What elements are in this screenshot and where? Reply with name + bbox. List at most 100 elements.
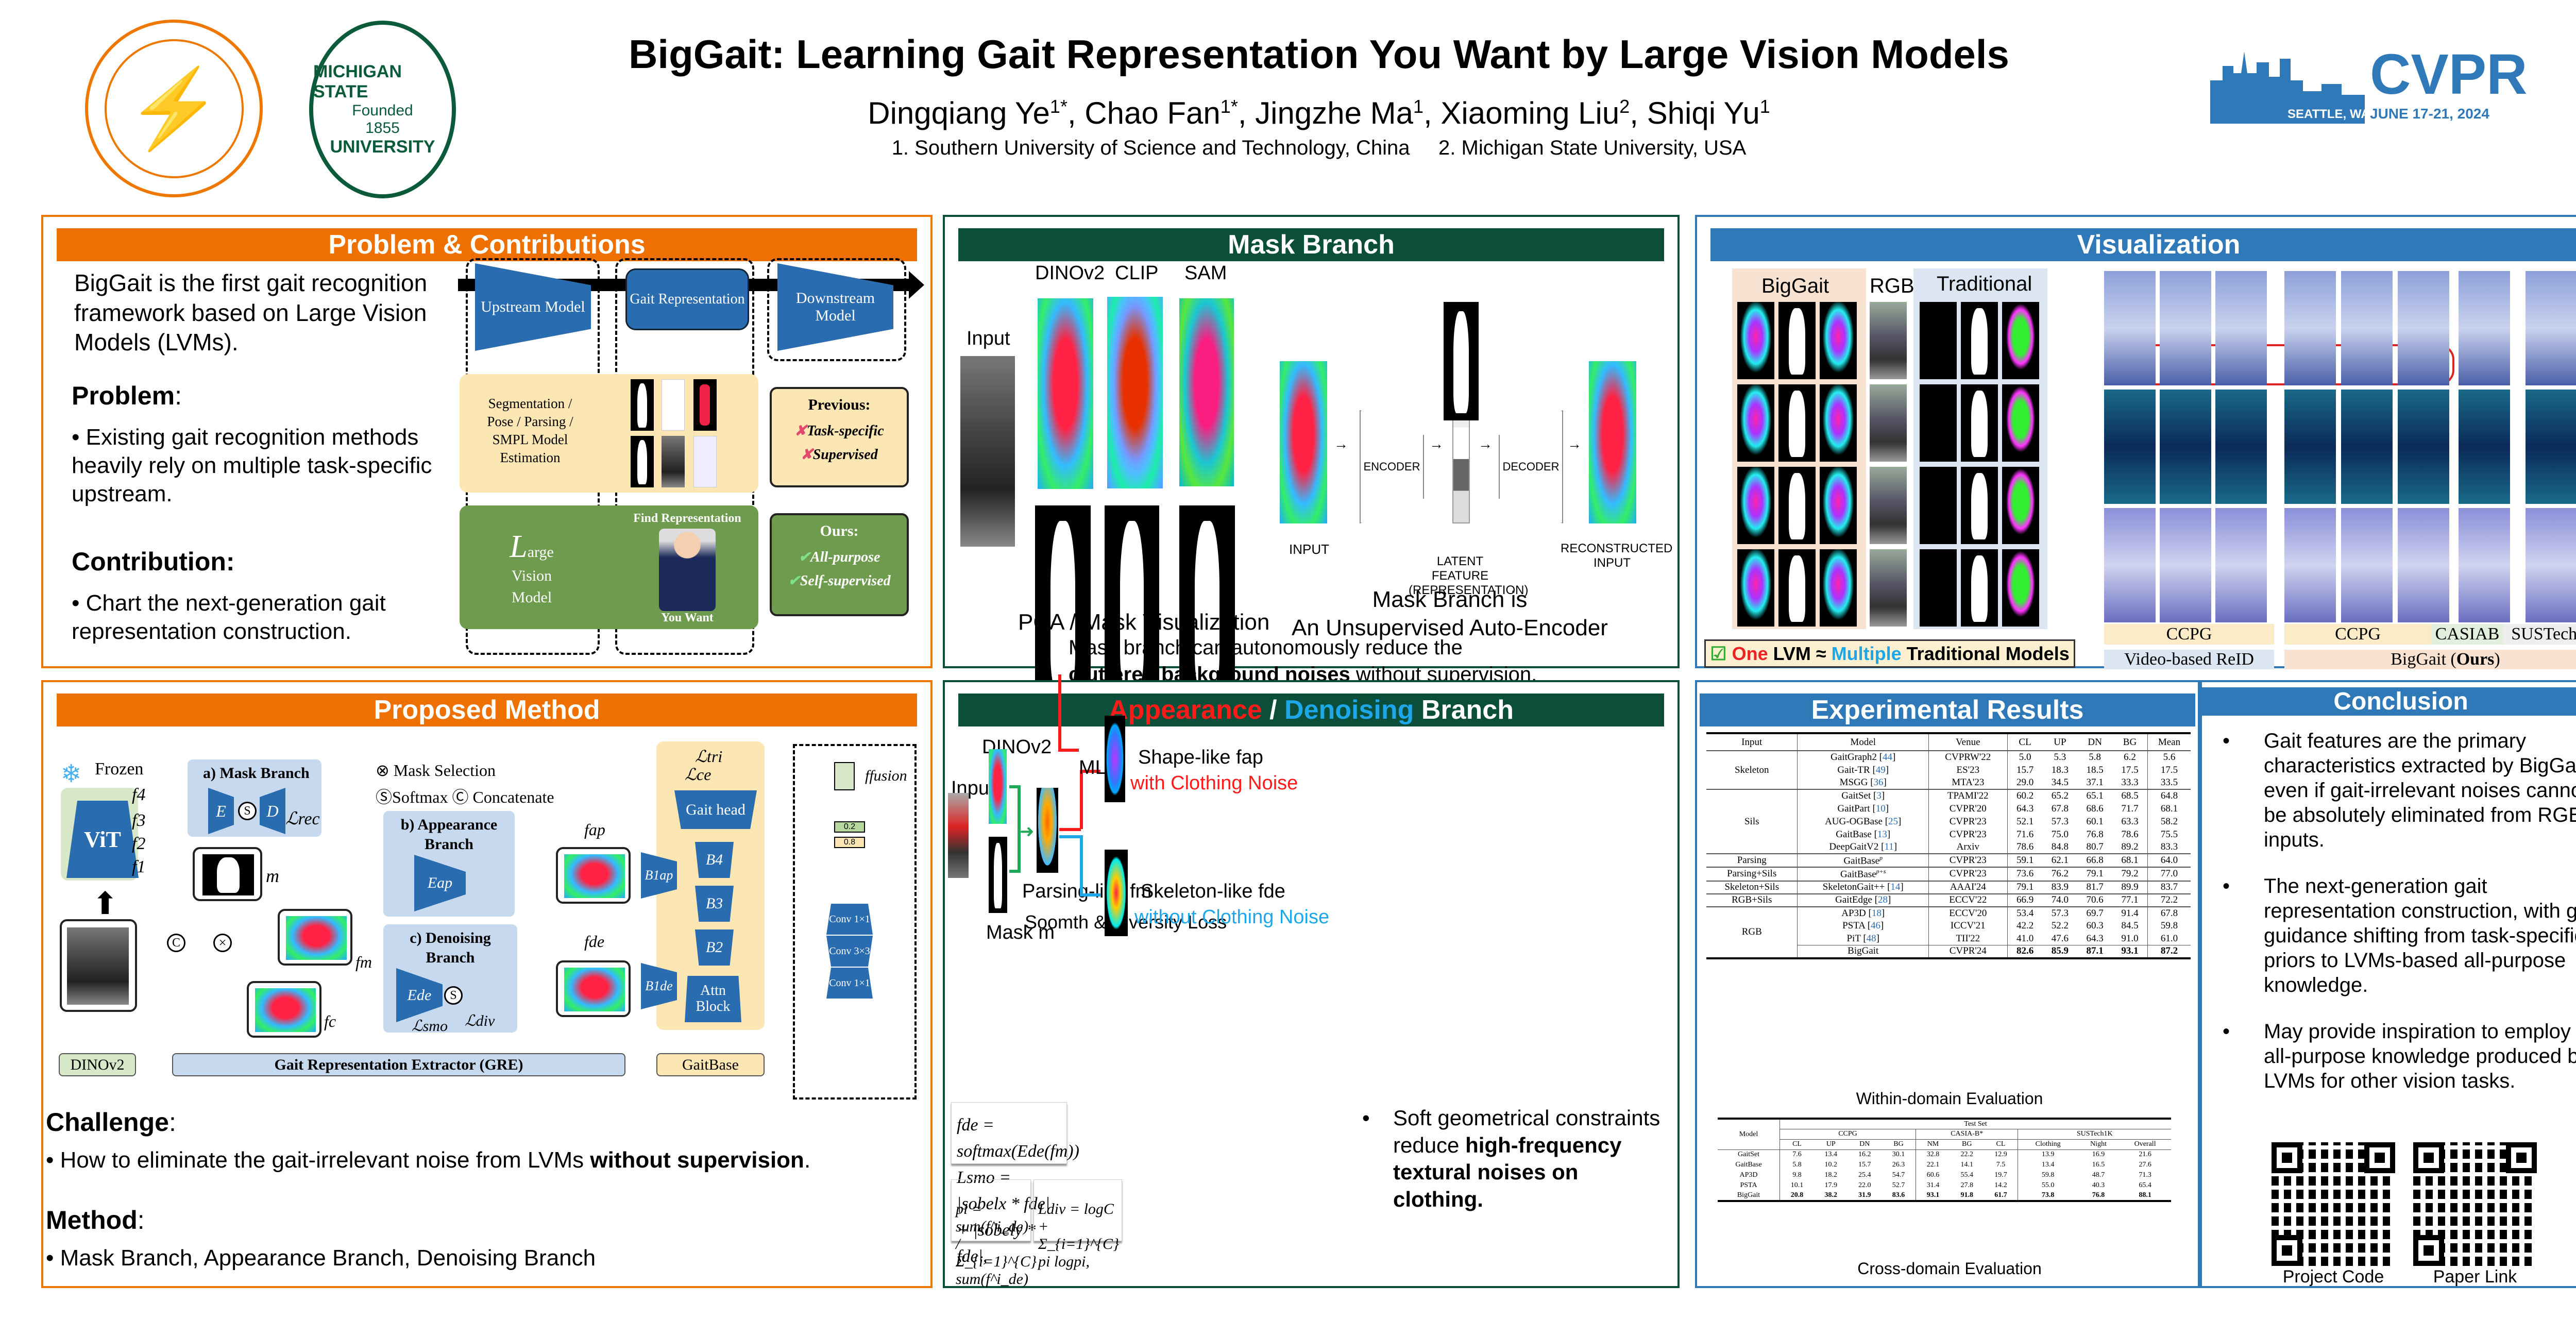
value-cell: 38.2 (1824, 1191, 1838, 1199)
test-set-header: Test Set (1780, 1119, 2171, 1129)
value-cell: 68.5 (2121, 790, 2139, 801)
paper-link-label: Paper Link (2433, 1267, 2517, 1287)
value-cell: 81.7 (2086, 882, 2104, 893)
value-cell: 76.8 (2086, 828, 2104, 840)
header-biggait: BigGait (1761, 275, 1829, 297)
frozen-label: Frozen (95, 759, 144, 779)
vis-thumb (2002, 549, 2039, 627)
value-cell: 15.7 (1858, 1161, 1871, 1169)
vis-thumb (1737, 467, 1774, 544)
pca-caption: PCA / Mask Visualization (1018, 610, 1270, 635)
label-sam: SAM (1184, 262, 1227, 284)
value-cell: 19.7 (1994, 1171, 2007, 1179)
vis-heatmap-thumb (2526, 508, 2576, 622)
torch-icon: ⚡ (104, 39, 244, 178)
vis-heatmap-thumb (2459, 508, 2510, 622)
value-cell: 10.2 (1824, 1161, 1838, 1169)
cross-icon: ✘ (801, 447, 813, 463)
value-cell: 27.8 (1960, 1181, 1973, 1189)
appearance-denoising-panel: Appearance / Denoising Branch Input DINO… (943, 674, 1680, 1288)
vis-thumb (1920, 549, 1957, 627)
previous-box: Previous: ✘Task-specific ✘Supervised (770, 387, 909, 487)
legend-softmax: ⓈSoftmax Ⓒ Concatenate (376, 788, 554, 806)
vis-thumb (1778, 549, 1816, 627)
vis-thumb (2002, 467, 2039, 544)
silhouette-image-2 (631, 436, 654, 487)
value-cell: 15.7 (2007, 764, 2043, 776)
value-cell: 84.8 (2051, 841, 2069, 852)
vis-thumb (1820, 302, 1857, 379)
value-cell: 22.0 (1858, 1181, 1871, 1189)
value-cell: 79.1 (2086, 868, 2104, 880)
shape-like-label: Shape-like fap (1138, 747, 1263, 768)
problem-panel: Problem & Contributions BigGait is the f… (41, 215, 933, 668)
venue-cell: CVPR'23 (1928, 854, 2008, 868)
paper-link-qr[interactable] (2413, 1142, 2537, 1266)
value-cell: 13.4 (2018, 1160, 2078, 1170)
value-cell: 87.2 (2147, 945, 2191, 958)
mask-branch-label: a) Mask Branch (203, 765, 310, 782)
value-cell: 31.4 (1915, 1180, 1950, 1191)
vis-heatmap-thumb (2160, 271, 2211, 385)
author-affiliation-mark: 2 (1619, 96, 1630, 117)
appden-input-photo (948, 793, 969, 878)
model-cell: GaitBasep+s (1797, 867, 1929, 881)
value-cell: 22.1 (1915, 1160, 1950, 1170)
author-affiliation-mark: 1* (1049, 96, 1067, 117)
arrow-head-icon (909, 271, 924, 299)
value-cell: 17.9 (1824, 1181, 1838, 1189)
f-de-map (1105, 850, 1128, 936)
value-cell: 57.3 (2051, 816, 2069, 827)
vis-thumb (1920, 302, 1957, 379)
ours-box: Ours: ✔All-purpose ✔Self-supervised (770, 513, 909, 616)
vis-thumb (1737, 549, 1774, 627)
clip-mask (1105, 505, 1159, 696)
cyan-path-h (1059, 835, 1081, 838)
column-header: NM (1915, 1139, 1950, 1149)
value-cell: 52.7 (1892, 1181, 1905, 1189)
input-type-cell: Sils (1744, 816, 1759, 827)
model-cell: GaitEdge [28] (1797, 893, 1929, 907)
value-cell: 64.3 (2086, 933, 2104, 944)
value-cell: 80.7 (2086, 841, 2104, 852)
vis-thumb (1961, 302, 1998, 379)
column-header: Night (2090, 1140, 2107, 1148)
project-code-qr[interactable] (2272, 1142, 2395, 1266)
green-merge-lines (1009, 785, 1021, 873)
input-type-cell: Parsing+Sils (1727, 868, 1777, 880)
method-heading: Method: (46, 1206, 145, 1235)
cyan-path-v (1080, 835, 1083, 894)
you-want-label: You Want (661, 611, 714, 624)
value-cell: 6.2 (2124, 752, 2136, 763)
gait-head-block: Gait head (674, 790, 757, 829)
footer-dinov2: DINOv2 (59, 1053, 136, 1076)
b3-block: B3 (695, 886, 734, 922)
author-name: Shiqi Yu1 (1647, 96, 1770, 130)
skeleton-note: without Clothing Noise (1134, 906, 1330, 928)
value-cell: 58.2 (2147, 815, 2191, 828)
cvpr-city: SEATTLE, WA (2287, 107, 2370, 121)
f-ap-map (1105, 716, 1125, 802)
input-photo (960, 356, 1015, 547)
value-cell: 60.2 (2007, 789, 2043, 802)
vis-heatmap-thumb (2104, 271, 2156, 385)
venue-cell: AAAI'24 (1928, 881, 2008, 894)
value-cell: 60.3 (2086, 920, 2104, 932)
model-cell: AP3D (1739, 1171, 1758, 1179)
venue-cell: Arxiv (1928, 841, 2008, 854)
value-cell: 5.8 (2089, 752, 2101, 763)
